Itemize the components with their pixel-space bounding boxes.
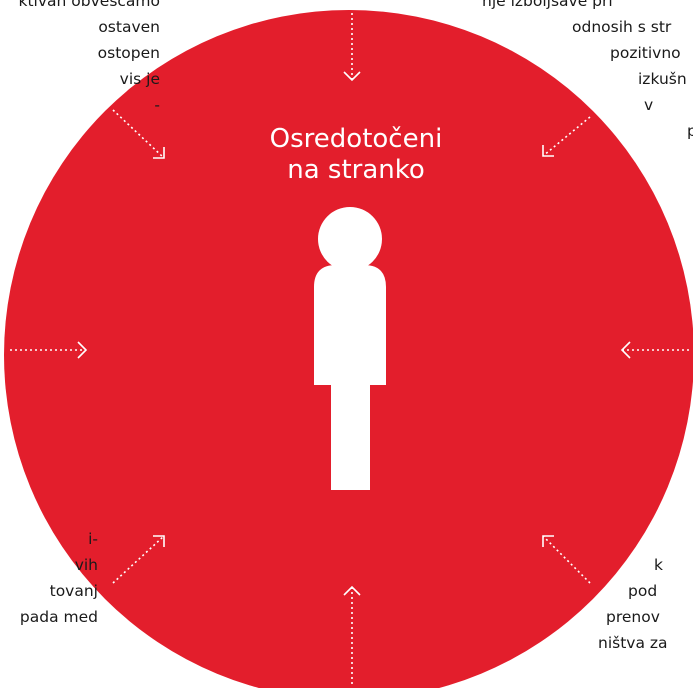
- arrow-top-left: [112, 109, 165, 159]
- center-title-line2: na stranko: [287, 155, 425, 185]
- person-body: [314, 265, 386, 490]
- text-line: pod: [628, 582, 658, 600]
- text-line: i-: [88, 530, 98, 548]
- center-title-line1: Osredotočeni: [269, 124, 443, 154]
- text-line: izkušn: [638, 70, 687, 88]
- text-line: vis je: [119, 70, 160, 88]
- text-line: k: [654, 556, 663, 574]
- text-line: ostaven: [98, 18, 160, 36]
- center-title: Osredotočeni na stranko: [196, 124, 516, 186]
- arrow-bottom-right: [542, 535, 591, 584]
- arrow-left: [10, 341, 88, 359]
- text-line: nje izboljšave pri: [482, 0, 613, 10]
- text-line: pozitivno: [610, 44, 681, 62]
- arrow-bottom-left: [112, 535, 165, 584]
- text-line: -: [154, 96, 160, 114]
- text-line: v: [644, 96, 654, 114]
- person-head: [318, 207, 382, 271]
- text-line: odnosih s str: [572, 18, 672, 36]
- text-line: vih: [74, 556, 98, 574]
- arrow-top-right: [542, 116, 591, 157]
- text-block-bottom-left: i- vih tovanj pada med: [0, 526, 98, 630]
- text-line: ništva za: [598, 634, 668, 652]
- arrow-bottom: [343, 585, 361, 684]
- person-icon: [314, 207, 386, 490]
- text-line: ostopen: [97, 44, 160, 62]
- text-line: tovanj: [49, 582, 98, 600]
- arrow-right: [620, 341, 689, 359]
- text-line: prenov: [606, 608, 660, 626]
- text-block-top-left: ktivan obveščamo ostaven ostopen vis je …: [0, 0, 161, 118]
- text-block-bottom-right: k pod prenov ništva za: [598, 552, 668, 656]
- text-line: p: [687, 122, 693, 140]
- arrow-top: [343, 13, 361, 82]
- text-line: pada med: [19, 608, 98, 626]
- text-line: ktivan obveščamo: [18, 0, 161, 10]
- text-block-top-right: nje izboljšave pri odnosih s str pozitiv…: [482, 0, 693, 144]
